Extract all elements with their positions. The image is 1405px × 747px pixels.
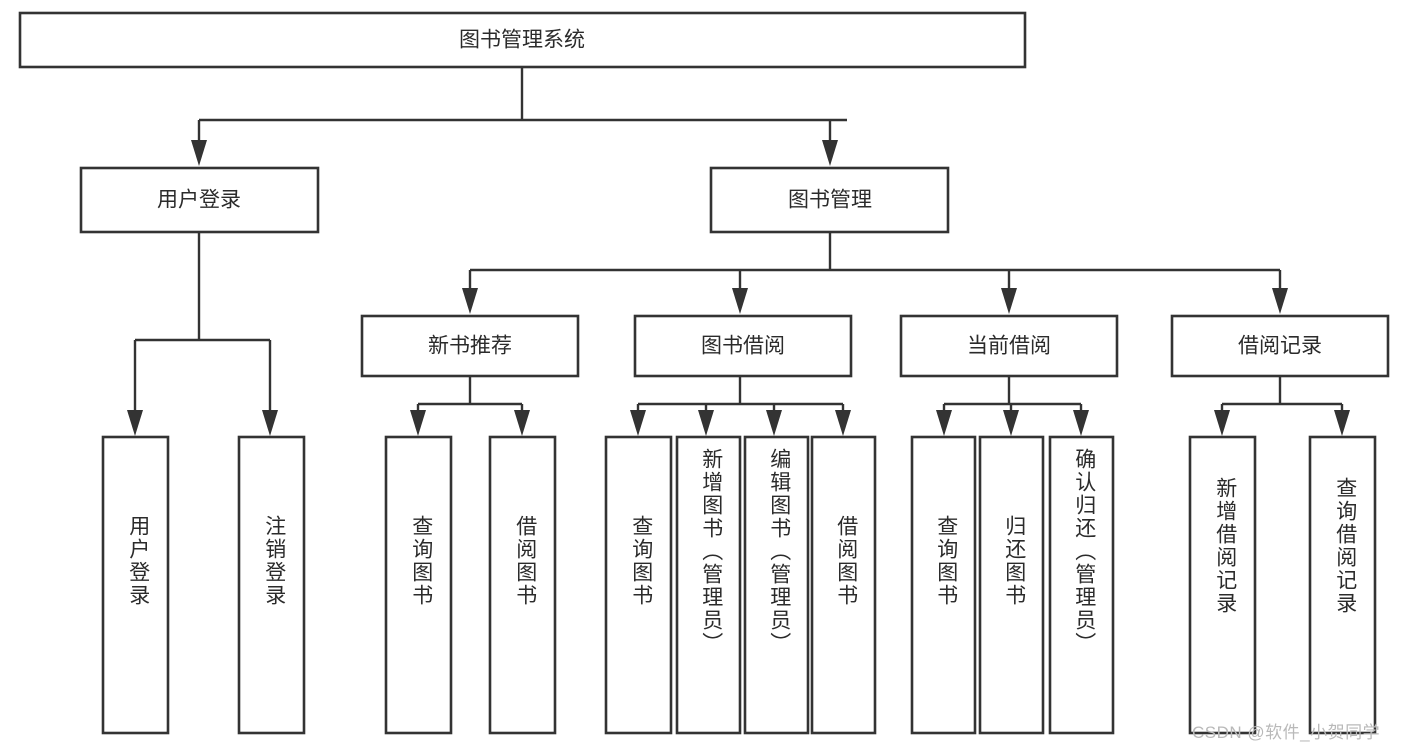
- node-new-book-recommend[interactable]: 新书推荐: [360, 314, 580, 378]
- node-root[interactable]: 图书管理系统: [18, 11, 1027, 69]
- node-book-borrow[interactable]: 图书借阅: [633, 314, 853, 378]
- node-user-login[interactable]: 用户登录: [79, 166, 320, 234]
- node-root-label: 图书管理系统: [459, 29, 585, 52]
- leaf-box-user-login-0[interactable]: [101, 435, 170, 735]
- node-current-borrow[interactable]: 当前借阅: [899, 314, 1119, 378]
- arrow-current-borrow-leaf2: [1003, 410, 1019, 436]
- arrow-book-borrow-leaf3: [766, 410, 782, 436]
- leaf-box-current-borrow-1[interactable]: [978, 435, 1045, 735]
- arrow-to-new-book: [462, 288, 478, 314]
- leaf-box-book-borrow-2[interactable]: [743, 435, 810, 735]
- node-borrow-record-box[interactable]: [1170, 314, 1390, 378]
- node-root-box[interactable]: [18, 11, 1027, 69]
- node-book-management[interactable]: 图书管理: [709, 166, 950, 234]
- arrow-borrow-record-leaf1: [1214, 410, 1230, 436]
- connectors-new-book-to-leaves: [410, 376, 530, 436]
- connectors-user-login-to-leaves: [127, 232, 278, 436]
- node-user-login-box[interactable]: [79, 166, 320, 234]
- arrow-user-login-leaf2: [262, 410, 278, 436]
- node-current-borrow-box[interactable]: [899, 314, 1119, 378]
- leaf-box-borrow-record-0[interactable]: [1188, 435, 1257, 735]
- arrow-new-book-leaf1: [410, 410, 426, 436]
- leaf-box-current-borrow-0[interactable]: [910, 435, 977, 735]
- connectors-book-mgmt-to-level3: [462, 232, 1288, 314]
- arrow-current-borrow-leaf3: [1073, 410, 1089, 436]
- watermark-text: CSDN @软件_小贺同学: [1192, 723, 1381, 742]
- arrow-book-borrow-leaf1: [630, 410, 646, 436]
- arrow-to-book-mgmt: [822, 140, 838, 166]
- arrow-new-book-leaf2: [514, 410, 530, 436]
- connectors-borrow-record-to-leaves: [1214, 376, 1350, 436]
- node-new-book-recommend-label: 新书推荐: [428, 335, 512, 358]
- connectors-current-borrow-to-leaves: [936, 376, 1089, 436]
- node-book-management-label: 图书管理: [788, 189, 872, 212]
- leaf-box-new-book-1[interactable]: [488, 435, 557, 735]
- leaf-boxes: [101, 435, 1377, 735]
- arrow-book-borrow-leaf2: [698, 410, 714, 436]
- leaf-box-borrow-record-1[interactable]: [1308, 435, 1377, 735]
- leaf-box-book-borrow-3[interactable]: [810, 435, 877, 735]
- arrow-to-borrow-record: [1272, 288, 1288, 314]
- arrow-book-borrow-leaf4: [835, 410, 851, 436]
- node-borrow-record[interactable]: 借阅记录: [1170, 314, 1390, 378]
- node-book-management-box[interactable]: [709, 166, 950, 234]
- leaf-box-user-login-1[interactable]: [237, 435, 306, 735]
- arrow-current-borrow-leaf1: [936, 410, 952, 436]
- node-user-login-label: 用户登录: [157, 189, 241, 212]
- node-current-borrow-label: 当前借阅: [967, 335, 1051, 358]
- node-book-borrow-box[interactable]: [633, 314, 853, 378]
- arrow-user-login-leaf1: [127, 410, 143, 436]
- node-new-book-recommend-box[interactable]: [360, 314, 580, 378]
- connectors-root-to-level2: [191, 67, 847, 166]
- leaf-box-book-borrow-1[interactable]: [675, 435, 742, 735]
- leaf-box-book-borrow-0[interactable]: [604, 435, 673, 735]
- arrow-to-book-borrow: [732, 288, 748, 314]
- node-book-borrow-label: 图书借阅: [701, 335, 785, 358]
- connectors-book-borrow-to-leaves: [630, 376, 851, 436]
- arrow-borrow-record-leaf2: [1334, 410, 1350, 436]
- arrow-to-current-borrow: [1001, 288, 1017, 314]
- arrow-to-user-login: [191, 140, 207, 166]
- node-borrow-record-label: 借阅记录: [1238, 335, 1322, 358]
- leaf-box-new-book-0[interactable]: [384, 435, 453, 735]
- leaf-box-current-borrow-2[interactable]: [1048, 435, 1115, 735]
